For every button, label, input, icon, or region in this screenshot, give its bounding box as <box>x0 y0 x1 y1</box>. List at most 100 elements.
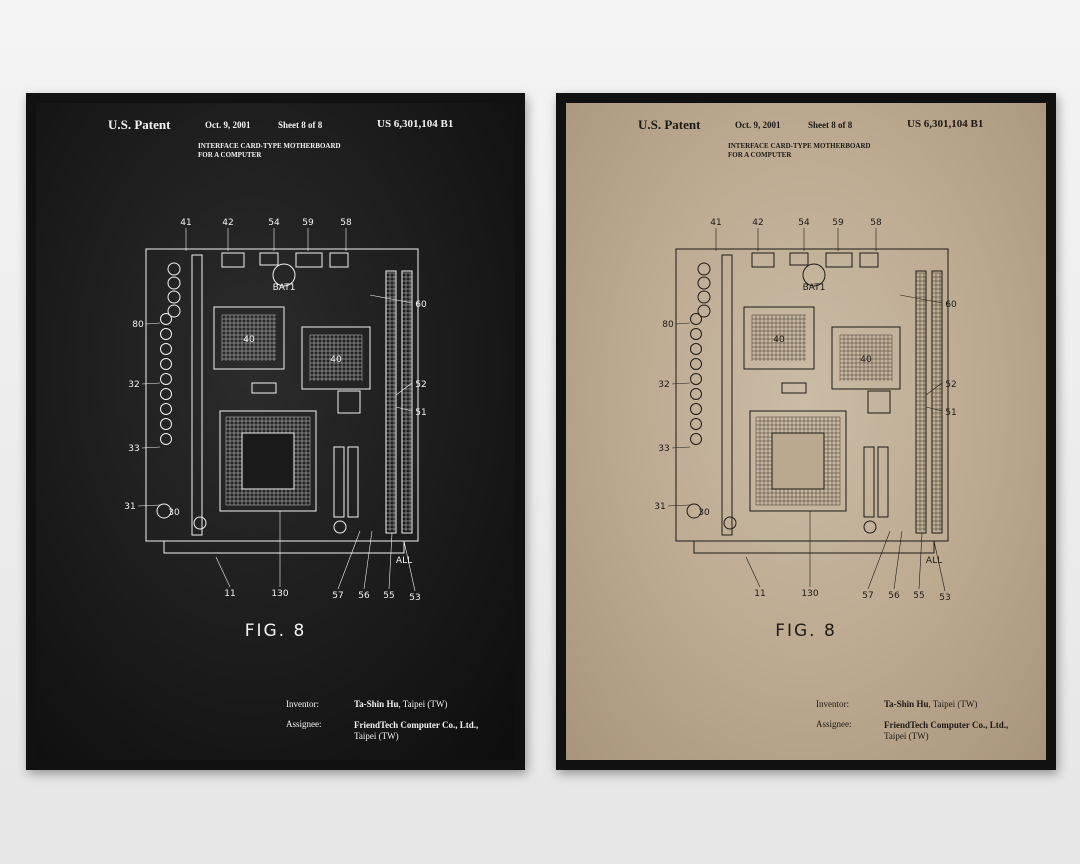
callout-57: 57 <box>332 591 343 601</box>
right-slot-a <box>385 270 397 534</box>
board-outline <box>675 248 949 542</box>
top-connector <box>751 252 775 268</box>
leader-line <box>667 504 691 507</box>
callout-33: 33 <box>128 444 139 454</box>
leader-line <box>137 504 161 507</box>
chip-grid <box>839 334 893 381</box>
small-part <box>863 446 875 518</box>
chip-grid <box>309 334 363 381</box>
right-slot-a <box>915 270 927 534</box>
capacitor <box>160 388 172 400</box>
top-connector <box>295 252 323 268</box>
capacitor <box>690 343 702 355</box>
callout-54: 54 <box>798 218 810 228</box>
assignee-location: Taipei (TW) <box>354 731 399 741</box>
assignee-label: Assignee: <box>286 719 322 729</box>
right-slot-pins <box>915 272 926 531</box>
top-connector <box>329 252 349 268</box>
battery-label: BAT1 <box>273 283 296 293</box>
callout-41: 41 <box>180 218 191 228</box>
right-slot-b <box>931 270 943 534</box>
callout-41: 41 <box>710 218 721 228</box>
callout-51: 51 <box>415 408 426 418</box>
patent-title-line1: INTERFACE CARD-TYPE MOTHERBOARD <box>198 142 341 150</box>
board-edge-connector <box>163 541 405 554</box>
poster-frame-left: U.S. Patent Oct. 9, 2001 Sheet 8 of 8 US… <box>26 93 525 770</box>
callout-57: 57 <box>862 591 873 601</box>
assignee-name: FriendTech Computer Co., Ltd., <box>354 720 479 730</box>
right-slot-b <box>401 270 413 534</box>
callout-59: 59 <box>302 218 314 228</box>
callout-52: 52 <box>945 380 956 390</box>
leader-line <box>141 382 161 385</box>
top-connector <box>859 252 879 268</box>
right-slot-pins <box>931 272 942 531</box>
top-connector <box>259 252 279 266</box>
callout-31: 31 <box>124 502 135 512</box>
callout-11: 11 <box>224 589 235 599</box>
small-part <box>863 520 877 534</box>
callout-53: 53 <box>409 593 420 603</box>
poster-frame-right: U.S. Patent Oct. 9, 2001 Sheet 8 of 8 US… <box>556 93 1056 770</box>
top-connector <box>825 252 853 268</box>
left-slot <box>191 254 203 536</box>
top-connector <box>789 252 809 266</box>
socket-outline <box>749 410 847 512</box>
capacitor <box>697 276 711 290</box>
capacitor <box>697 304 711 318</box>
left-slot <box>721 254 733 536</box>
small-part <box>333 520 347 534</box>
leader-line <box>145 322 161 325</box>
callout-58: 58 <box>340 218 352 228</box>
leader-line <box>899 294 943 412</box>
socket-outline <box>219 410 317 512</box>
battery <box>802 263 826 287</box>
chalkboard-patent-print: U.S. Patent Oct. 9, 2001 Sheet 8 of 8 US… <box>36 103 515 760</box>
inventor-value: Ta-Shin Hu, Taipei (TW) <box>884 699 977 709</box>
figure-label: FIG. 8 <box>775 621 837 641</box>
capacitor <box>160 313 172 325</box>
chip-grid <box>221 314 276 361</box>
right-slot-pins <box>401 272 412 531</box>
chip-label-40: 40 <box>243 335 255 345</box>
inventor-location: , Taipei (TW) <box>928 699 978 709</box>
small-part <box>251 382 277 394</box>
leader-line <box>671 382 691 385</box>
capacitor <box>690 388 702 400</box>
callout-59: 59 <box>832 218 844 228</box>
capacitor <box>167 290 181 304</box>
leader-line <box>675 322 691 325</box>
callout-33: 33 <box>658 444 669 454</box>
capacitor <box>690 403 702 415</box>
chip-label-40: 40 <box>773 335 785 345</box>
patent-title-line2: FOR A COMPUTER <box>198 151 262 159</box>
edge-label-all: ALL <box>926 556 942 566</box>
chip-outline <box>301 326 371 390</box>
callout-54: 54 <box>268 218 280 228</box>
sheet-number: Sheet 8 of 8 <box>278 120 323 130</box>
edge-label-all: ALL <box>396 556 412 566</box>
callout-80: 80 <box>662 320 674 330</box>
chip-outline <box>213 306 285 370</box>
inventor-name: Ta-Shin Hu <box>884 699 929 709</box>
inventor-name: Ta-Shin Hu <box>354 699 399 709</box>
callout-130: 130 <box>801 589 818 599</box>
inventor-value: Ta-Shin Hu, Taipei (TW) <box>354 699 447 709</box>
small-part <box>193 516 207 530</box>
callout-55: 55 <box>383 591 394 601</box>
callout-30: 30 <box>698 508 710 518</box>
patent-number: US 6,301,104 B1 <box>907 118 984 130</box>
patent-title-line1: INTERFACE CARD-TYPE MOTHERBOARD <box>728 142 871 150</box>
capacitor <box>160 373 172 385</box>
small-part <box>333 446 345 518</box>
callout-51: 51 <box>945 408 956 418</box>
leader-line <box>141 446 161 449</box>
callout-52: 52 <box>415 380 426 390</box>
capacitor <box>167 304 181 318</box>
assignee-label: Assignee: <box>816 719 852 729</box>
figure-label: FIG. 8 <box>244 621 307 641</box>
capacitor <box>160 433 172 445</box>
capacitor <box>160 343 172 355</box>
